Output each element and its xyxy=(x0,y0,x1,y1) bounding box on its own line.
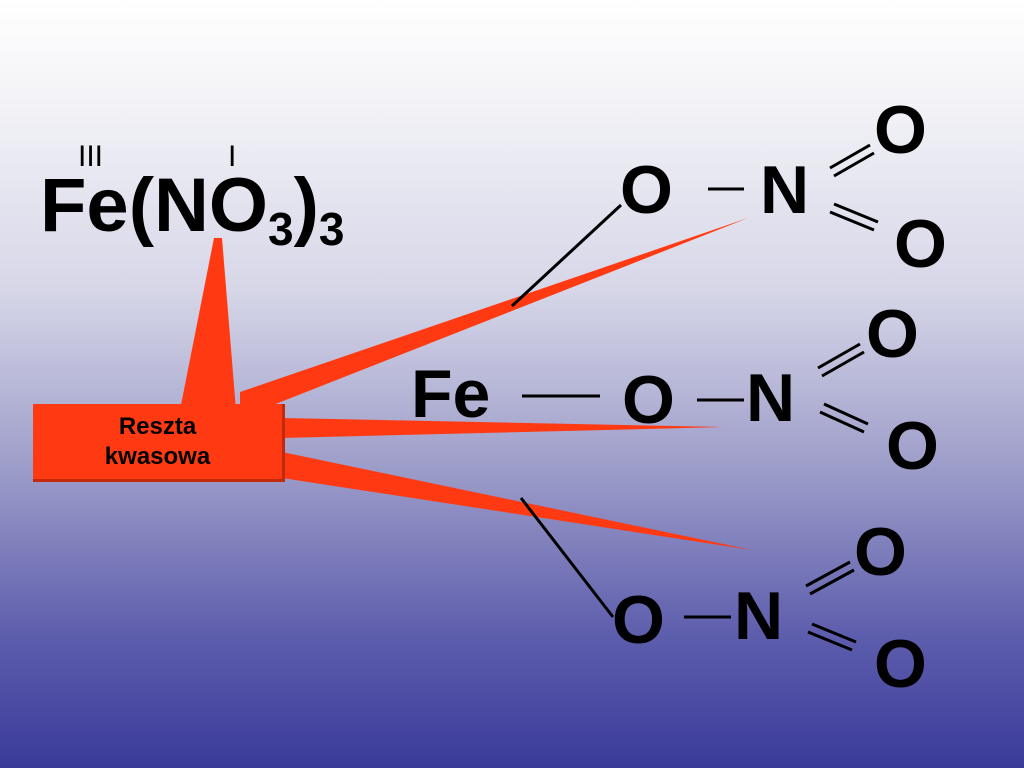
atom-nitrogen-top: N xyxy=(760,152,810,228)
double-bond-n-o-bottom-upper xyxy=(805,560,855,596)
atom-iron: Fe xyxy=(411,356,491,432)
formula-group-open: (NO xyxy=(128,163,269,248)
double-bond-n-o-middle-lower xyxy=(819,402,869,434)
chemical-formula: Fe(NO3)3 xyxy=(40,168,345,253)
double-bond-n-o-top-lower xyxy=(829,202,879,232)
atom-oxygen-middle-bridge: O xyxy=(622,362,675,438)
callout-pointer-top-branch xyxy=(240,218,748,418)
callout-pointer-bottom-branch xyxy=(282,452,752,550)
valence-nitrate: I xyxy=(228,140,237,173)
double-bond-n-o-bottom-lower xyxy=(807,622,857,652)
atom-oxygen-bottom-lower: O xyxy=(874,626,927,702)
atom-oxygen-top-upper: O xyxy=(874,92,927,168)
formula-subscript-inner: 3 xyxy=(268,203,294,255)
atom-oxygen-middle-upper: O xyxy=(866,296,919,372)
formula-group-close: ) xyxy=(293,163,319,248)
valence-iron: III xyxy=(78,140,104,173)
atom-oxygen-top-bridge: O xyxy=(620,152,673,228)
formula-element: Fe xyxy=(40,163,129,248)
double-bond-n-o-top-upper xyxy=(829,143,875,178)
bond-fe-o-top xyxy=(510,203,623,308)
callout-line-1: Reszta xyxy=(118,412,197,440)
atom-oxygen-bottom-upper: O xyxy=(854,514,907,590)
atom-nitrogen-bottom: N xyxy=(734,578,784,654)
callout-pointer-middle-branch xyxy=(282,418,724,438)
atom-oxygen-middle-lower: O xyxy=(886,408,939,484)
callout-acid-residue: Reszta kwasowa xyxy=(33,404,285,482)
atom-nitrogen-middle: N xyxy=(746,360,796,436)
formula-subscript-outer: 3 xyxy=(318,203,345,255)
callout-pointer-formula xyxy=(180,238,236,410)
bond-fe-o-bottom xyxy=(519,497,615,618)
atom-oxygen-bottom-bridge: O xyxy=(612,582,665,658)
atom-oxygen-top-lower: O xyxy=(894,206,947,282)
callout-line-2: kwasowa xyxy=(104,442,211,470)
double-bond-n-o-middle-upper xyxy=(817,342,865,378)
